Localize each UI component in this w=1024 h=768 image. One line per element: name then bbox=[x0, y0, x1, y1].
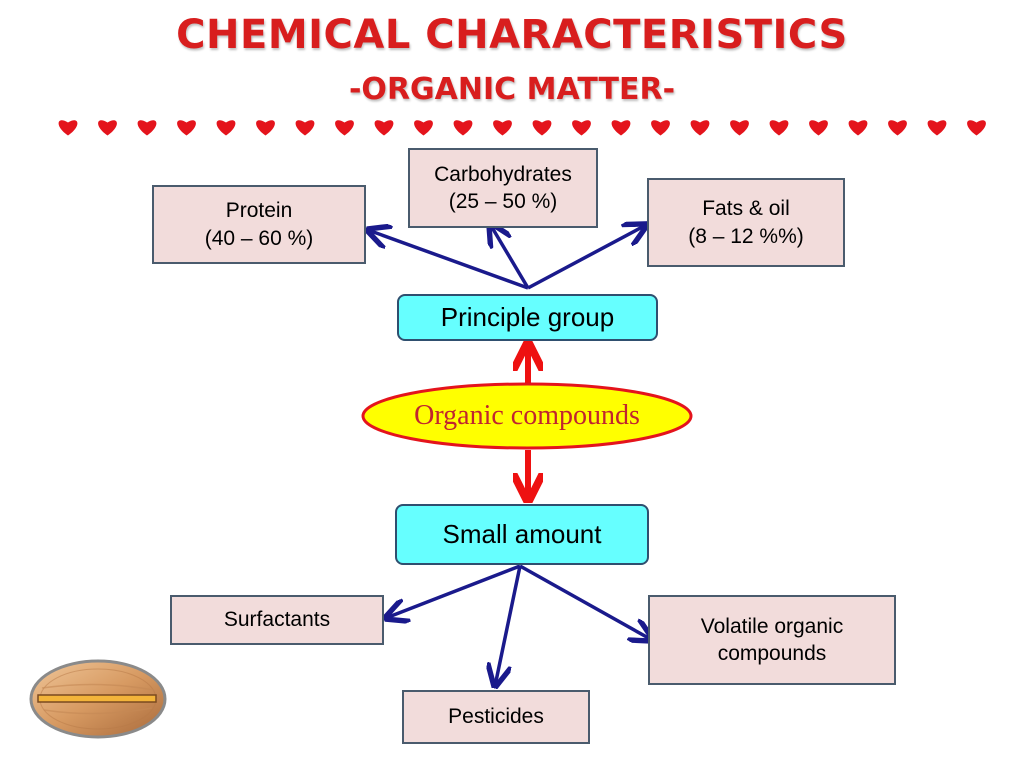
heart-icon bbox=[967, 120, 986, 136]
fats-oil-box: Fats & oil (8 – 12 %%) bbox=[647, 178, 845, 267]
principle-group-label: Principle group bbox=[440, 302, 615, 332]
principle-group-box: Principle group bbox=[397, 294, 658, 341]
arrow-to-surfactants bbox=[386, 564, 521, 618]
heart-icon bbox=[295, 120, 315, 136]
carbohydrates-label: Carbohydrates bbox=[434, 162, 572, 186]
pesticides-label: Pesticides bbox=[448, 705, 544, 729]
heart-icon bbox=[453, 120, 473, 136]
heart-icon bbox=[848, 120, 868, 136]
heart-icon bbox=[493, 120, 512, 136]
heart-icon bbox=[690, 120, 710, 136]
heart-icon bbox=[927, 120, 947, 136]
heart-icon bbox=[216, 120, 236, 136]
surfactants-box: Surfactants bbox=[170, 595, 384, 645]
protein-label: Protein bbox=[225, 199, 293, 223]
heart-icon bbox=[532, 120, 552, 136]
arrow-to-protein bbox=[368, 230, 529, 290]
fats-oil-label: Fats & oil bbox=[702, 197, 790, 221]
arrow-to-volatile bbox=[519, 564, 652, 640]
protein-box: Protein (40 – 60 %) bbox=[152, 185, 366, 264]
heart-icon bbox=[256, 120, 275, 136]
arrow-to-carbohydrates bbox=[490, 224, 530, 289]
heart-icon bbox=[374, 120, 394, 136]
nav-button-bar bbox=[37, 694, 157, 703]
heart-icon bbox=[730, 120, 749, 136]
surfactants-label: Surfactants bbox=[223, 608, 331, 632]
arrow-to-pesticides bbox=[495, 565, 522, 686]
heart-icon bbox=[137, 120, 157, 136]
volatile-organic-label-2: compounds bbox=[717, 642, 827, 665]
heart-icon bbox=[888, 120, 907, 136]
heart-icon bbox=[572, 120, 591, 136]
volatile-organic-label: Volatile organic bbox=[700, 614, 844, 638]
heart-icon bbox=[769, 120, 789, 136]
carbohydrates-box: Carbohydrates (25 – 50 %) bbox=[408, 148, 598, 228]
heart-icon bbox=[98, 120, 117, 136]
wooden-nav-button[interactable] bbox=[28, 658, 168, 740]
page-subtitle: -ORGANIC MATTER- bbox=[348, 72, 676, 107]
small-amount-box: Small amount bbox=[395, 504, 649, 565]
organic-compounds-label: Organic compounds bbox=[414, 400, 640, 431]
heart-icon bbox=[414, 120, 433, 136]
volatile-organic-box: Volatile organic compounds bbox=[648, 595, 896, 685]
small-amount-label: Small amount bbox=[442, 519, 602, 549]
organic-compounds-ellipse bbox=[361, 382, 693, 450]
fats-oil-value: (8 – 12 %%) bbox=[688, 224, 804, 248]
page-title: CHEMICAL CHARACTERISTICS bbox=[176, 12, 848, 58]
protein-value: (40 – 60 %) bbox=[204, 226, 314, 250]
arrow-to-fats bbox=[527, 225, 646, 290]
heart-icon bbox=[611, 120, 631, 136]
hearts-divider bbox=[58, 120, 986, 136]
heart-icon bbox=[335, 120, 354, 136]
heart-icon bbox=[58, 120, 78, 136]
heart-icon bbox=[177, 120, 196, 136]
carbohydrates-value: (25 – 50 %) bbox=[448, 190, 558, 213]
heart-icon bbox=[809, 120, 828, 136]
heart-icon bbox=[651, 120, 670, 136]
pesticides-box: Pesticides bbox=[402, 690, 590, 744]
